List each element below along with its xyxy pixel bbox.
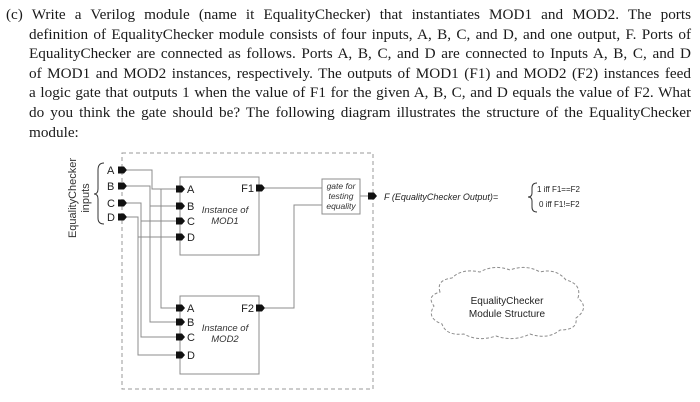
input-d-port-icon [118, 213, 127, 221]
cloud-label-line1: EqualityChecker [471, 296, 544, 307]
input-d: D [107, 212, 127, 224]
output-f-port-icon [368, 192, 377, 200]
input-b: B [107, 181, 127, 193]
input-wires [127, 169, 176, 356]
wire-d [127, 216, 176, 356]
mod2-port-a-label: A [187, 303, 195, 315]
mod2-port-c-label: C [187, 332, 195, 344]
mod2-port-d-label: D [187, 350, 195, 362]
input-c: C [107, 198, 127, 210]
mod1-port-c-label: C [187, 216, 195, 228]
case-equal: 1 iff F1==F2 [537, 185, 581, 194]
mod1-port-d-label: D [187, 232, 195, 244]
mod2-output-label: F2 [241, 303, 254, 315]
output-label: F (EqualityChecker Output)= [384, 192, 498, 202]
wire-b [127, 185, 176, 323]
mod2-label-line2: MOD2 [211, 334, 239, 345]
input-a-port-icon [118, 166, 127, 174]
mod1-instance: A B C D Instance of MOD1 F1 [176, 176, 265, 256]
input-a-label: A [107, 165, 115, 177]
cases-brace [527, 182, 538, 213]
question-line-5: a logic gate that outputs 1 when the val… [29, 84, 691, 102]
input-c-label: C [107, 198, 115, 210]
mod2-port-b-label: B [187, 317, 194, 329]
question-text: (c) Write a Verilog module (name it Equa… [6, 5, 691, 142]
wire-a [127, 169, 176, 190]
question-label: (c) [6, 6, 23, 23]
mod1-label-line1: Instance of [202, 205, 250, 216]
input-b-label: B [107, 181, 114, 193]
module-boundary [121, 152, 374, 390]
mod2-output-port-icon [256, 304, 265, 312]
mod1-output-label: F1 [241, 183, 254, 195]
question-line-1: (c) Write a Verilog module (name it Equa… [6, 6, 691, 23]
mod2-label-line1: Instance of [202, 323, 250, 334]
input-c-port-icon [118, 199, 127, 207]
gate-label-line2: testing [328, 191, 353, 201]
question-line-6: do you think the gate should be? The fol… [29, 103, 691, 121]
input-d-label: D [107, 212, 115, 224]
case-not-equal: 0 iff F1!=F2 [539, 200, 580, 209]
inputs-group-label-line1: EqualityChecker [67, 158, 79, 238]
question-line-7: module: [29, 123, 79, 141]
wire-a-mod2 [160, 189, 176, 309]
gate-label-line3: equality [326, 201, 356, 211]
equality-gate: gate for testing equality [321, 178, 361, 215]
inputs-brace [93, 162, 105, 225]
mod1-port-b-label: B [187, 201, 194, 213]
mod1-port-a-label: A [187, 184, 195, 196]
mod2-instance: A B C D Instance of MOD2 F2 [176, 295, 265, 375]
inputs-group-label-line2: inputs [80, 183, 92, 213]
input-a: A [107, 165, 127, 177]
question-line-3: EqualityChecker are connected as follows… [29, 45, 691, 63]
cloud-label-line2: Module Structure [469, 309, 546, 320]
question-line-4: of MOD1 and MOD2 instances, respectively… [29, 64, 691, 82]
input-b-port-icon [118, 182, 127, 190]
mod1-output-port-icon [256, 184, 265, 192]
gate-label-line1: gate for [327, 181, 357, 191]
wire-c [127, 202, 176, 338]
question-line-2: definition of EqualityChecker module con… [29, 25, 691, 43]
module-structure-cloud: EqualityChecker Module Structure [430, 266, 584, 340]
wire-f2 [265, 204, 322, 309]
mod1-label-line2: MOD1 [211, 216, 238, 227]
